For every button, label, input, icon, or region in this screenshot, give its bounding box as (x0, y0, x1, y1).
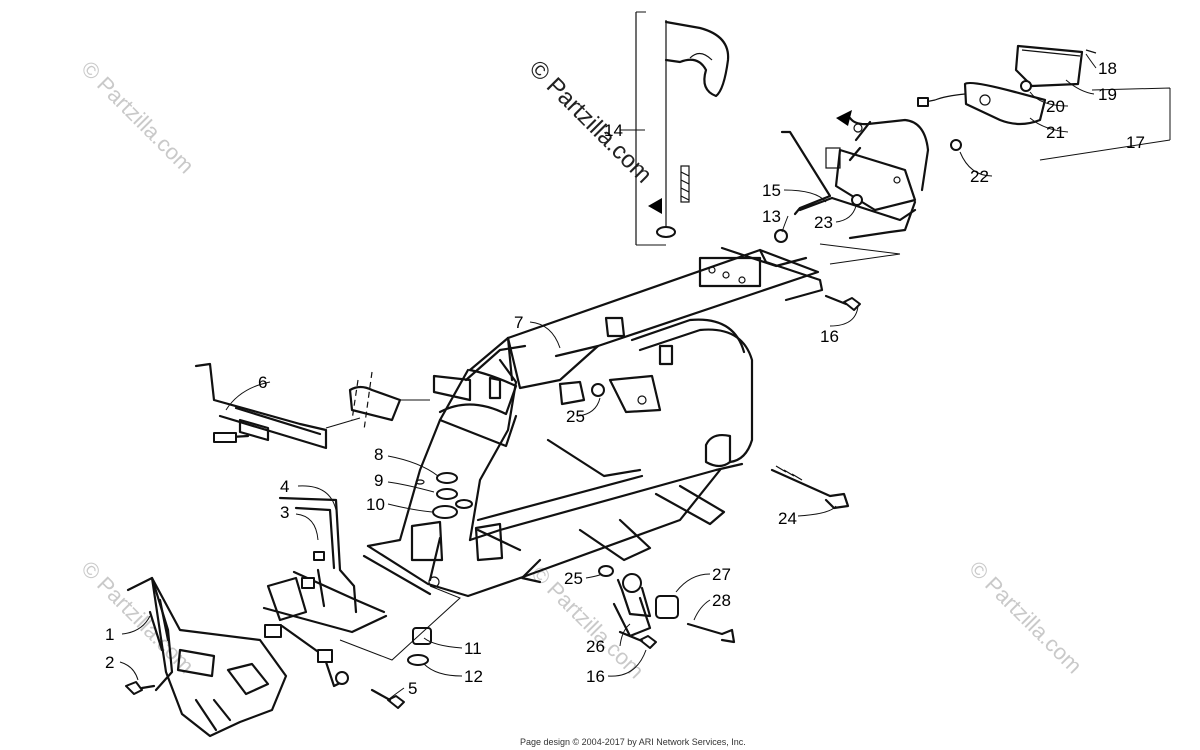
callout-24: 24 (778, 509, 797, 528)
watermark-top-left: © Partzilla.com (76, 56, 199, 179)
callout-19: 19 (1098, 85, 1117, 104)
watermark-bottom-left: © Partzilla.com (76, 556, 199, 679)
callout-21: 21 (1046, 123, 1065, 142)
flag-assembly (635, 12, 730, 245)
callout-2: 2 (105, 653, 114, 672)
footer-credit: Page design © 2004-2017 by ARI Network S… (520, 737, 746, 747)
callout-13: 13 (762, 207, 781, 226)
mount-hardware (407, 383, 679, 666)
callout-28: 28 (712, 591, 731, 610)
callout-17: 17 (1126, 133, 1145, 152)
callout-25-top: 25 (566, 407, 585, 426)
main-frame (362, 246, 824, 598)
callout-16-top: 16 (820, 327, 839, 346)
callout-1: 1 (105, 625, 114, 644)
callout-26: 26 (586, 637, 605, 656)
bumper-frame (262, 496, 388, 688)
locator-lines (325, 11, 1171, 661)
front-bumper (126, 576, 288, 738)
front-bracket (194, 362, 402, 450)
callout-25-bottom: 25 (564, 569, 583, 588)
watermark-main: © Partzilla.com (524, 55, 657, 188)
callout-14: 14 (604, 121, 623, 140)
callout-8: 8 (374, 445, 383, 464)
callout-leaders (119, 53, 1097, 701)
bolt-group (125, 294, 861, 709)
watermark-group: © Partzilla.com © Partzilla.com © Partzi… (76, 55, 1087, 683)
callout-3: 3 (280, 503, 289, 522)
callout-9: 9 (374, 471, 383, 490)
callout-5: 5 (408, 679, 417, 698)
callout-16-bottom: 16 (586, 667, 605, 686)
callout-18: 18 (1098, 59, 1117, 78)
callout-4: 4 (280, 477, 289, 496)
callout-27: 27 (712, 565, 731, 584)
taillight-assembly (774, 44, 1097, 243)
callout-23: 23 (814, 213, 833, 232)
callout-11: 11 (464, 639, 482, 658)
callout-15: 15 (762, 181, 781, 200)
callout-7: 7 (514, 313, 523, 332)
callout-20: 20 (1046, 97, 1065, 116)
bearing-stack (415, 472, 473, 519)
callout-22: 22 (970, 167, 989, 186)
callout-12: 12 (464, 667, 483, 686)
callout-labels: 1 2 3 4 5 6 7 8 9 10 11 12 13 14 15 16 1… (105, 59, 1145, 698)
rear-rack (780, 110, 930, 240)
callout-10: 10 (366, 495, 385, 514)
watermark-bottom-right: © Partzilla.com (964, 556, 1087, 679)
callout-6: 6 (258, 373, 267, 392)
